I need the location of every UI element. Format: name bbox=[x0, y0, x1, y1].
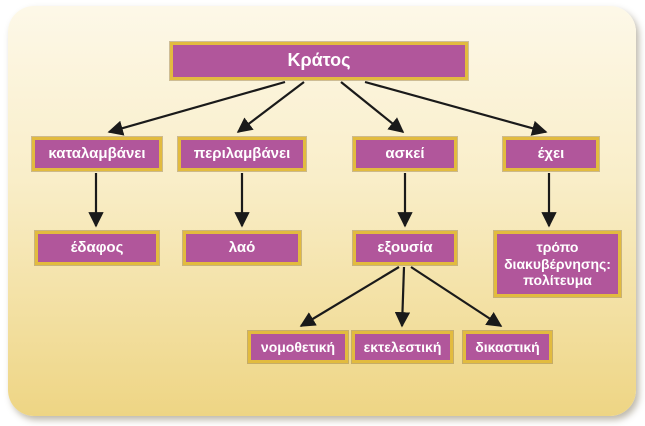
node-katalamvanei: καταλαμβάνει bbox=[32, 137, 162, 171]
node-perilamvanei: περιλαμβάνει bbox=[178, 137, 306, 171]
node-ektelestiki: εκτελεστική bbox=[352, 331, 453, 363]
node-dikastiki: δικαστική bbox=[463, 331, 552, 363]
node-askei: ασκεί bbox=[353, 137, 457, 171]
node-exousia: εξουσία bbox=[353, 231, 457, 265]
node-tropos-diakyvernisis: τρόπο διακυβέρνησης: πολίτευμα bbox=[494, 231, 621, 297]
node-exei: έχει bbox=[503, 137, 599, 171]
node-nomothetiki: νομοθετική bbox=[248, 331, 348, 363]
node-edafos: έδαφος bbox=[35, 231, 159, 265]
node-lao: λαό bbox=[183, 231, 301, 265]
node-kratos: Κράτος bbox=[170, 42, 468, 80]
